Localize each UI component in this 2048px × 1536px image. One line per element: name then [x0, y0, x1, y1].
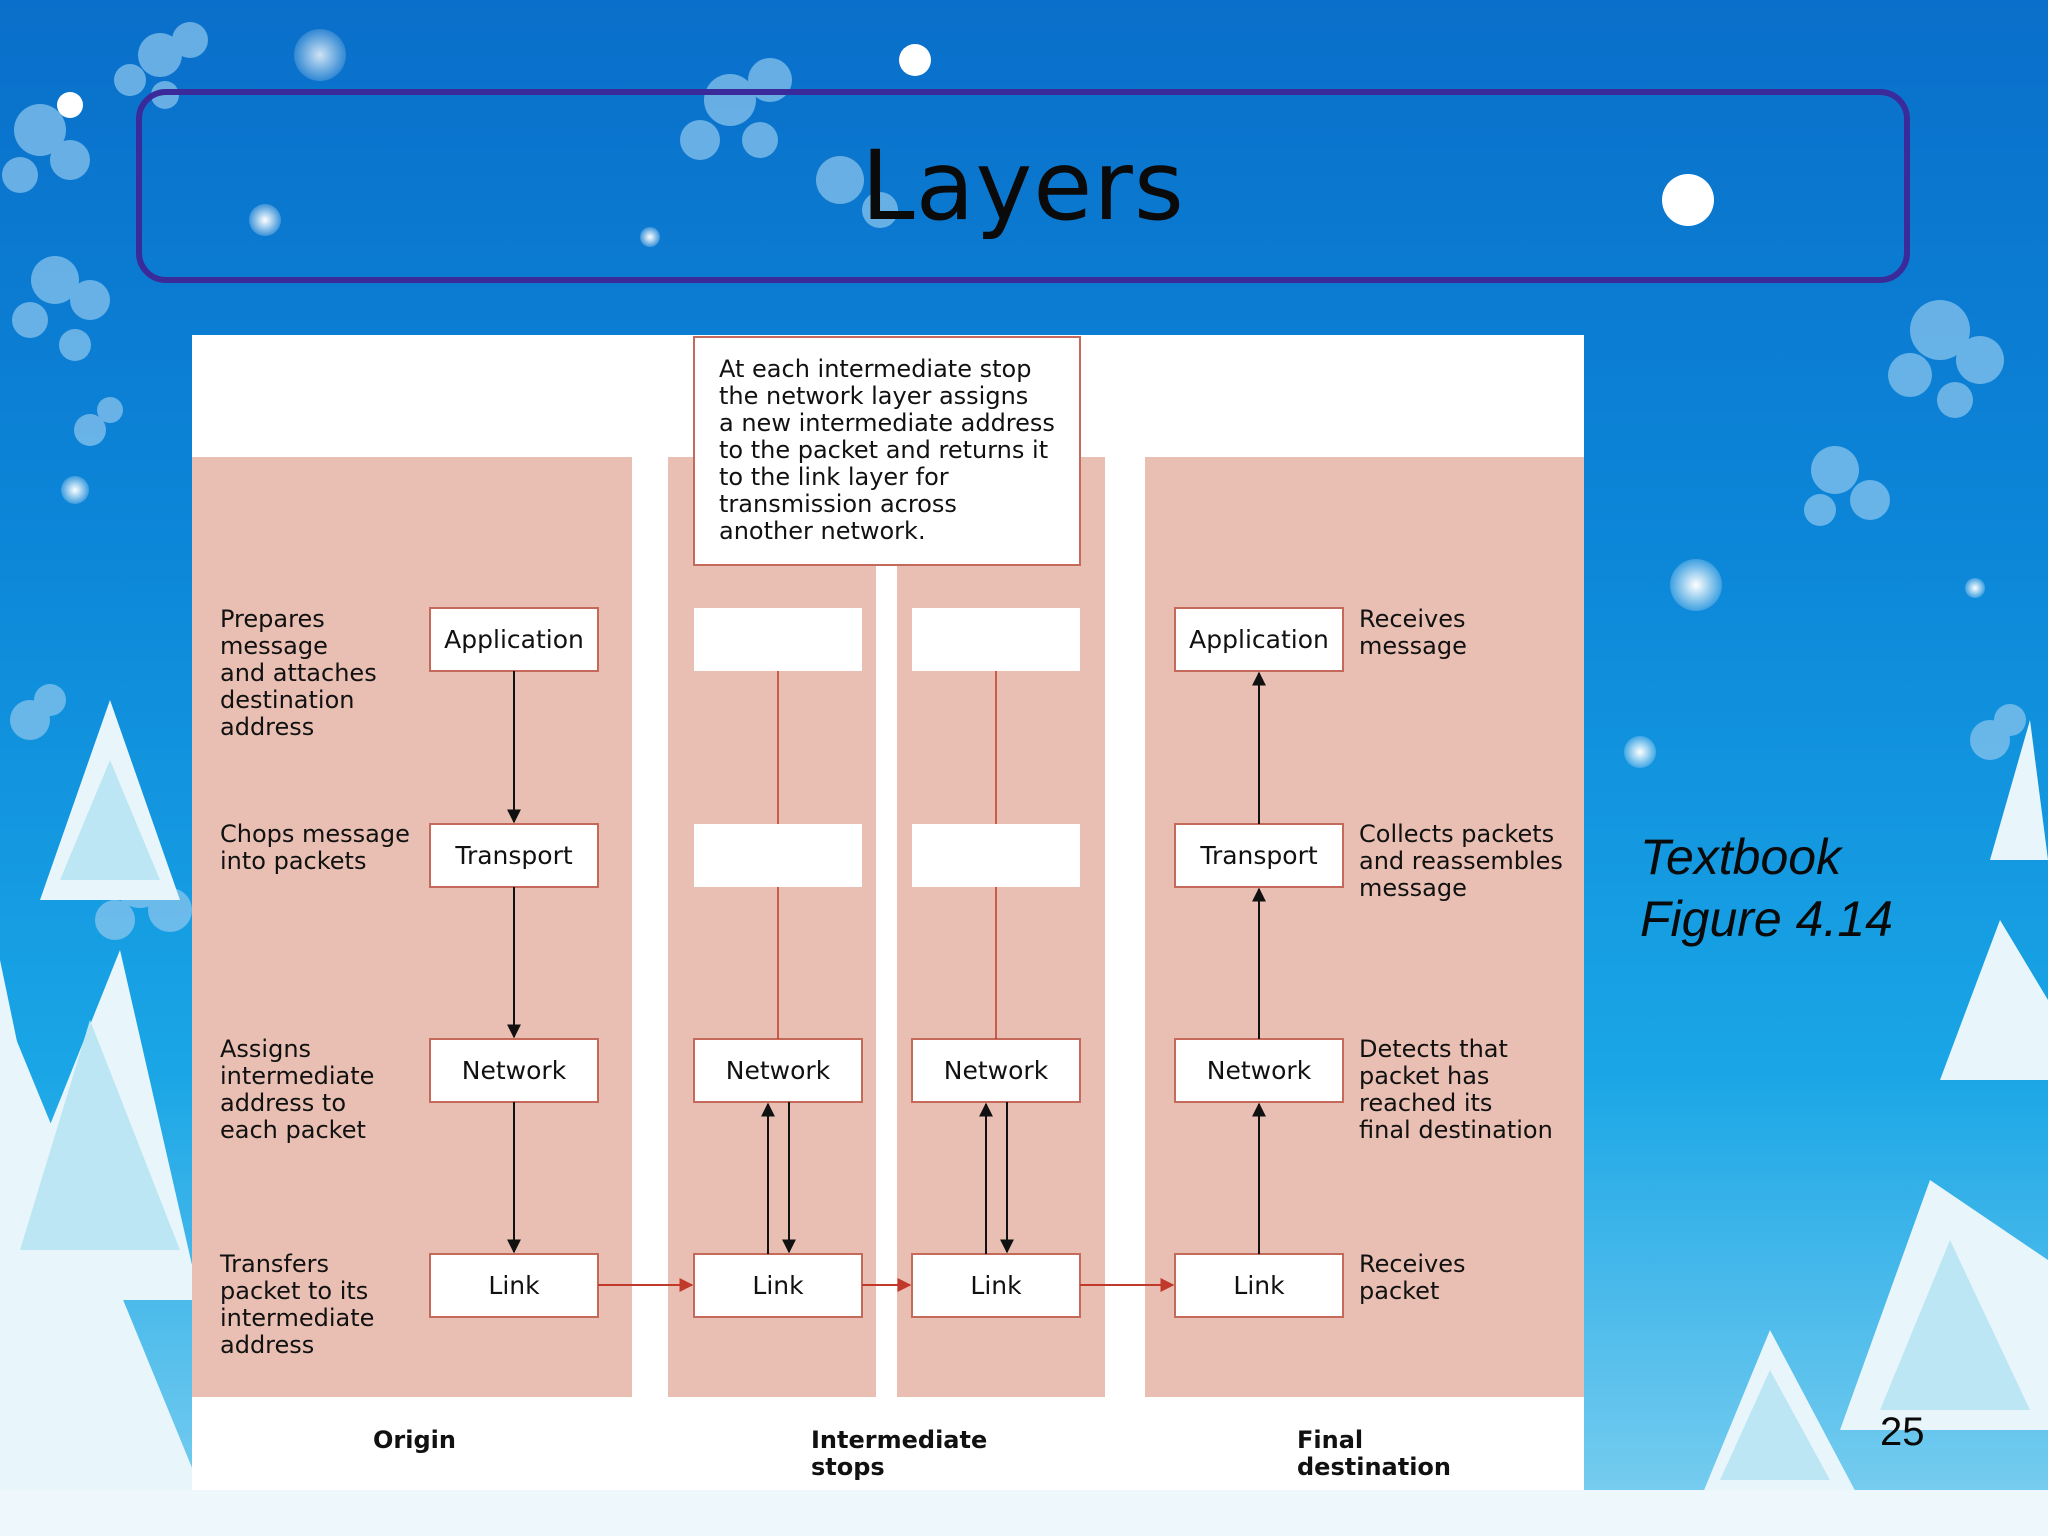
origin-description-line: Chops message [220, 820, 410, 848]
callout-line: to the link layer for [719, 463, 949, 491]
callout-line: another network. [719, 517, 926, 545]
figure-caption: Textbook Figure 4.14 [1640, 826, 1893, 950]
dest-description-line: final destination [1359, 1116, 1553, 1144]
dest-description-line: message [1359, 632, 1467, 660]
callout-line: a new intermediate address [719, 409, 1055, 437]
stop2-network-label: Network [944, 1056, 1049, 1085]
origin-description-line: address [220, 1331, 314, 1359]
origin-description-line: into packets [220, 847, 366, 875]
origin-application-label: Application [444, 625, 584, 654]
layers-diagram: At each intermediate stop the network la… [192, 335, 1584, 1490]
dest-network-box [1174, 1038, 1344, 1103]
origin-description-line: intermediate [220, 1062, 374, 1090]
origin-description-line: packet to its [220, 1277, 368, 1305]
dest-link-box [1174, 1253, 1344, 1318]
origin-application-box [429, 607, 599, 672]
callout-text: At each intermediate stop the network la… [719, 355, 1055, 545]
stop2-application-blank [912, 608, 1080, 671]
origin-link-box [429, 1253, 599, 1318]
destination-column-label: Final [1297, 1426, 1363, 1454]
dest-transport-label: Transport [1199, 841, 1318, 870]
origin-description-line: Prepares [220, 605, 325, 633]
dest-description-line: Receives [1359, 1250, 1465, 1278]
intermediate-column-label: Intermediate [811, 1426, 987, 1454]
intermediate-column-label: stops [811, 1453, 885, 1481]
dest-transport-box [1174, 823, 1344, 888]
dest-description-line: message [1359, 874, 1467, 902]
origin-description-line: and attaches [220, 659, 377, 687]
stop2-link-box [911, 1253, 1081, 1318]
stop2-transport-blank [912, 824, 1080, 887]
layers-diagram-svg: At each intermediate stop the network la… [192, 336, 1584, 1481]
origin-transport-box [429, 823, 599, 888]
dest-application-label: Application [1189, 625, 1329, 654]
callout-line: the network layer assigns [719, 382, 1028, 410]
origin-description-line: address to [220, 1089, 346, 1117]
dest-description-line: packet has [1359, 1062, 1489, 1090]
origin-description-line: intermediate [220, 1304, 374, 1332]
stop1-link-label: Link [752, 1271, 804, 1300]
destination-column-label: destination [1297, 1453, 1451, 1481]
origin-link-label: Link [488, 1271, 540, 1300]
origin-transport-label: Transport [454, 841, 573, 870]
callout-line: to the packet and returns it [719, 436, 1048, 464]
dest-description-line: reached its [1359, 1089, 1492, 1117]
callout-box [693, 336, 1081, 566]
dest-link-label: Link [1233, 1271, 1285, 1300]
stop2-link-label: Link [970, 1271, 1022, 1300]
dest-description-line: Detects that [1359, 1035, 1508, 1063]
origin-description-line: address [220, 713, 314, 741]
origin-description-line: Assigns [220, 1035, 311, 1063]
dest-network-label: Network [1207, 1056, 1312, 1085]
figure-caption-line: Textbook [1640, 829, 1842, 885]
page-number: 25 [1880, 1410, 1925, 1454]
origin-network-label: Network [462, 1056, 567, 1085]
dest-description-line: Collects packets [1359, 820, 1554, 848]
stop1-transport-blank [694, 824, 862, 887]
callout-line: At each intermediate stop [719, 355, 1031, 383]
callout-line: transmission across [719, 490, 957, 518]
title-frame: Layers [136, 89, 1910, 283]
slide-title: Layers [861, 130, 1185, 242]
origin-description-line: destination [220, 686, 354, 714]
stop2-network-box [911, 1038, 1081, 1103]
origin-description-line: each packet [220, 1116, 366, 1144]
origin-description-line: Transfers [219, 1250, 329, 1278]
dest-description-line: packet [1359, 1277, 1439, 1305]
stop1-application-blank [694, 608, 862, 671]
figure-caption-line: Figure 4.14 [1640, 891, 1893, 947]
dest-description-line: Receives [1359, 605, 1465, 633]
dest-application-box [1174, 607, 1344, 672]
stop1-link-box [693, 1253, 863, 1318]
origin-description-line: message [220, 632, 328, 660]
origin-column-label: Origin [373, 1426, 456, 1454]
stop1-network-box [693, 1038, 863, 1103]
origin-network-box [429, 1038, 599, 1103]
stop1-network-label: Network [726, 1056, 831, 1085]
dest-description-line: and reassembles [1359, 847, 1563, 875]
